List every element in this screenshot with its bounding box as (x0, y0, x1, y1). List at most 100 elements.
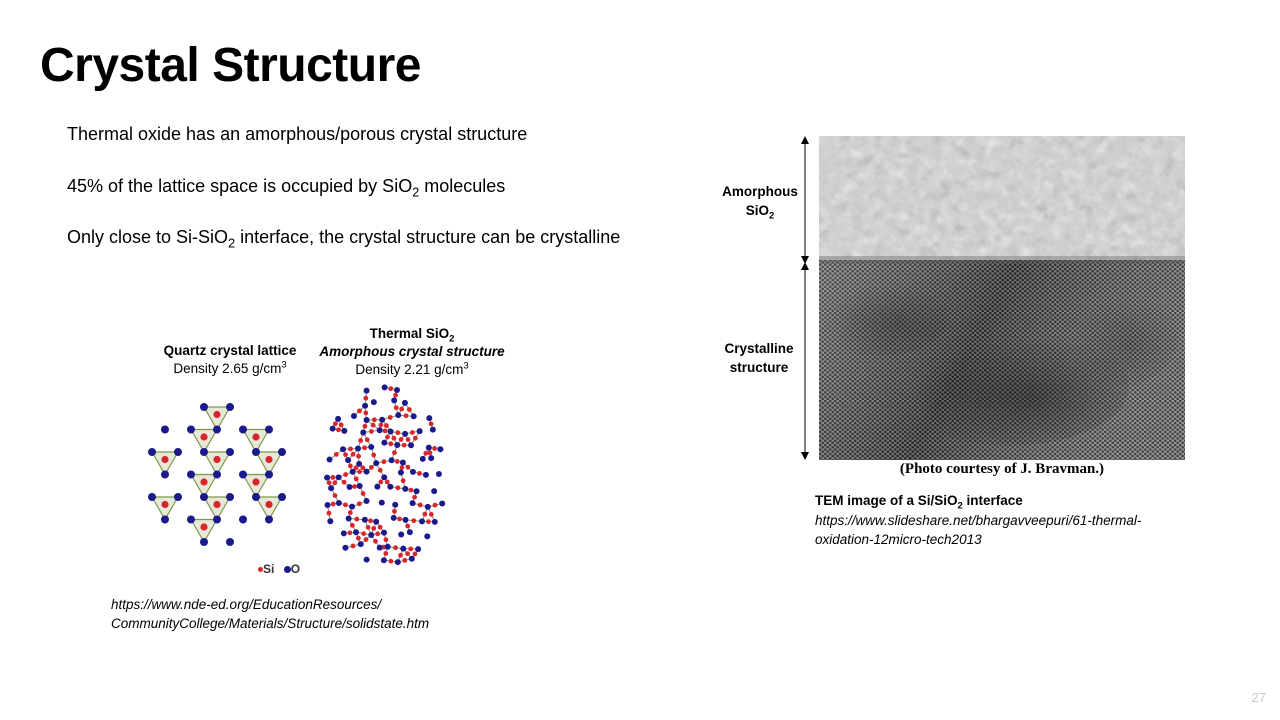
si-atom (213, 455, 221, 464)
o-atom (390, 514, 397, 521)
o-atom (353, 529, 360, 536)
si-atom (395, 430, 401, 436)
si-atom (432, 502, 438, 508)
o-atom (213, 425, 221, 434)
o-atom (148, 448, 156, 456)
o-atom (419, 518, 426, 525)
o-atom (397, 469, 404, 476)
si-atom (393, 405, 399, 411)
si-atom (343, 472, 349, 477)
si-atom (412, 551, 418, 557)
si-atom (382, 428, 388, 434)
si-atom (363, 395, 369, 401)
o-atom (324, 501, 331, 508)
slide-title: Crystal Structure (40, 39, 421, 92)
si-atom (393, 545, 398, 551)
si-atom (336, 427, 341, 433)
si-atom (332, 480, 338, 486)
thermal-title: Thermal SiO2 (369, 326, 455, 345)
o-atom (148, 493, 156, 501)
o-atom (362, 402, 369, 409)
o-atom (200, 538, 208, 546)
o-atom (381, 384, 388, 391)
si-atom (161, 500, 169, 509)
o-atom (381, 474, 388, 481)
amorphous-sio2-label: Amorphous SiO2 (722, 184, 798, 222)
si-atom (265, 455, 273, 464)
si-atom (388, 558, 394, 564)
si-atom (385, 434, 390, 440)
o-atom (380, 557, 387, 564)
si-atom (354, 516, 360, 522)
si-atom (343, 502, 348, 508)
si-atom (427, 450, 433, 456)
si-atom (347, 510, 353, 515)
o-atom (402, 516, 409, 523)
sio4-tetrahedron (189, 473, 219, 499)
si-atom (200, 433, 208, 441)
si-atom (371, 417, 377, 423)
si-atom (350, 543, 356, 549)
si-atom (377, 524, 383, 530)
o-atom (374, 483, 381, 490)
si-atom (200, 523, 208, 531)
si-atom (343, 452, 348, 458)
o-atom (341, 427, 348, 434)
o-atom (213, 470, 221, 479)
o-atom (340, 530, 347, 537)
o-atom (187, 470, 195, 479)
o-atom (349, 468, 356, 475)
o-atom (424, 533, 431, 540)
si-atom (392, 450, 397, 456)
o-atom (187, 425, 195, 434)
si-atom (401, 442, 407, 448)
o-atom (278, 493, 286, 501)
si-atom (213, 500, 221, 509)
o-atom (431, 488, 438, 495)
si-atom (406, 407, 412, 412)
o-atom (239, 470, 247, 479)
o-atom (439, 500, 446, 507)
page-number: 27 (1251, 690, 1266, 705)
o-atom (324, 474, 331, 481)
si-atom (405, 523, 411, 529)
si-atom (394, 459, 400, 464)
o-atom (346, 483, 353, 490)
sio4-tetrahedron (189, 518, 219, 544)
o-atom (360, 429, 367, 436)
o-atom (373, 460, 380, 467)
o-atom (335, 415, 342, 422)
o-atom (424, 503, 431, 510)
si-atom (371, 525, 377, 531)
si-atom (364, 437, 370, 443)
bullet-interface: Only close to Si-SiO2 interface, the cry… (67, 227, 621, 251)
si-atom (398, 437, 404, 442)
o-atom (200, 448, 208, 456)
crystalline-structure-label: Crystalline structure (724, 341, 794, 375)
quartz-density: Density 2.65 g/cm3 (173, 359, 287, 376)
si-atom (353, 465, 359, 471)
o-atom (431, 518, 438, 525)
si-atom (397, 516, 402, 522)
si-atom (387, 415, 393, 420)
o-atom (394, 559, 401, 566)
o-atom (363, 556, 370, 563)
o-atom (422, 471, 429, 478)
si-atom (341, 479, 347, 485)
o-atom (342, 544, 349, 551)
left-reference: https://www.nde-ed.org/EducationResource… (111, 597, 430, 631)
si-atom (348, 446, 353, 452)
si-atom (393, 392, 398, 398)
si-atom (399, 406, 405, 412)
o-atom (435, 470, 442, 477)
thermal-subtitle: Amorphous crystal structure (319, 344, 505, 359)
si-atom (378, 422, 384, 428)
sio4-tetrahedron (202, 451, 232, 476)
o-atom (378, 499, 385, 506)
sio4-tetrahedron (202, 406, 232, 431)
o-atom (410, 413, 417, 420)
quartz-title: Quartz crystal lattice (163, 343, 297, 358)
si-atom (383, 537, 389, 543)
o-atom (187, 515, 195, 524)
si-atom (355, 535, 361, 541)
